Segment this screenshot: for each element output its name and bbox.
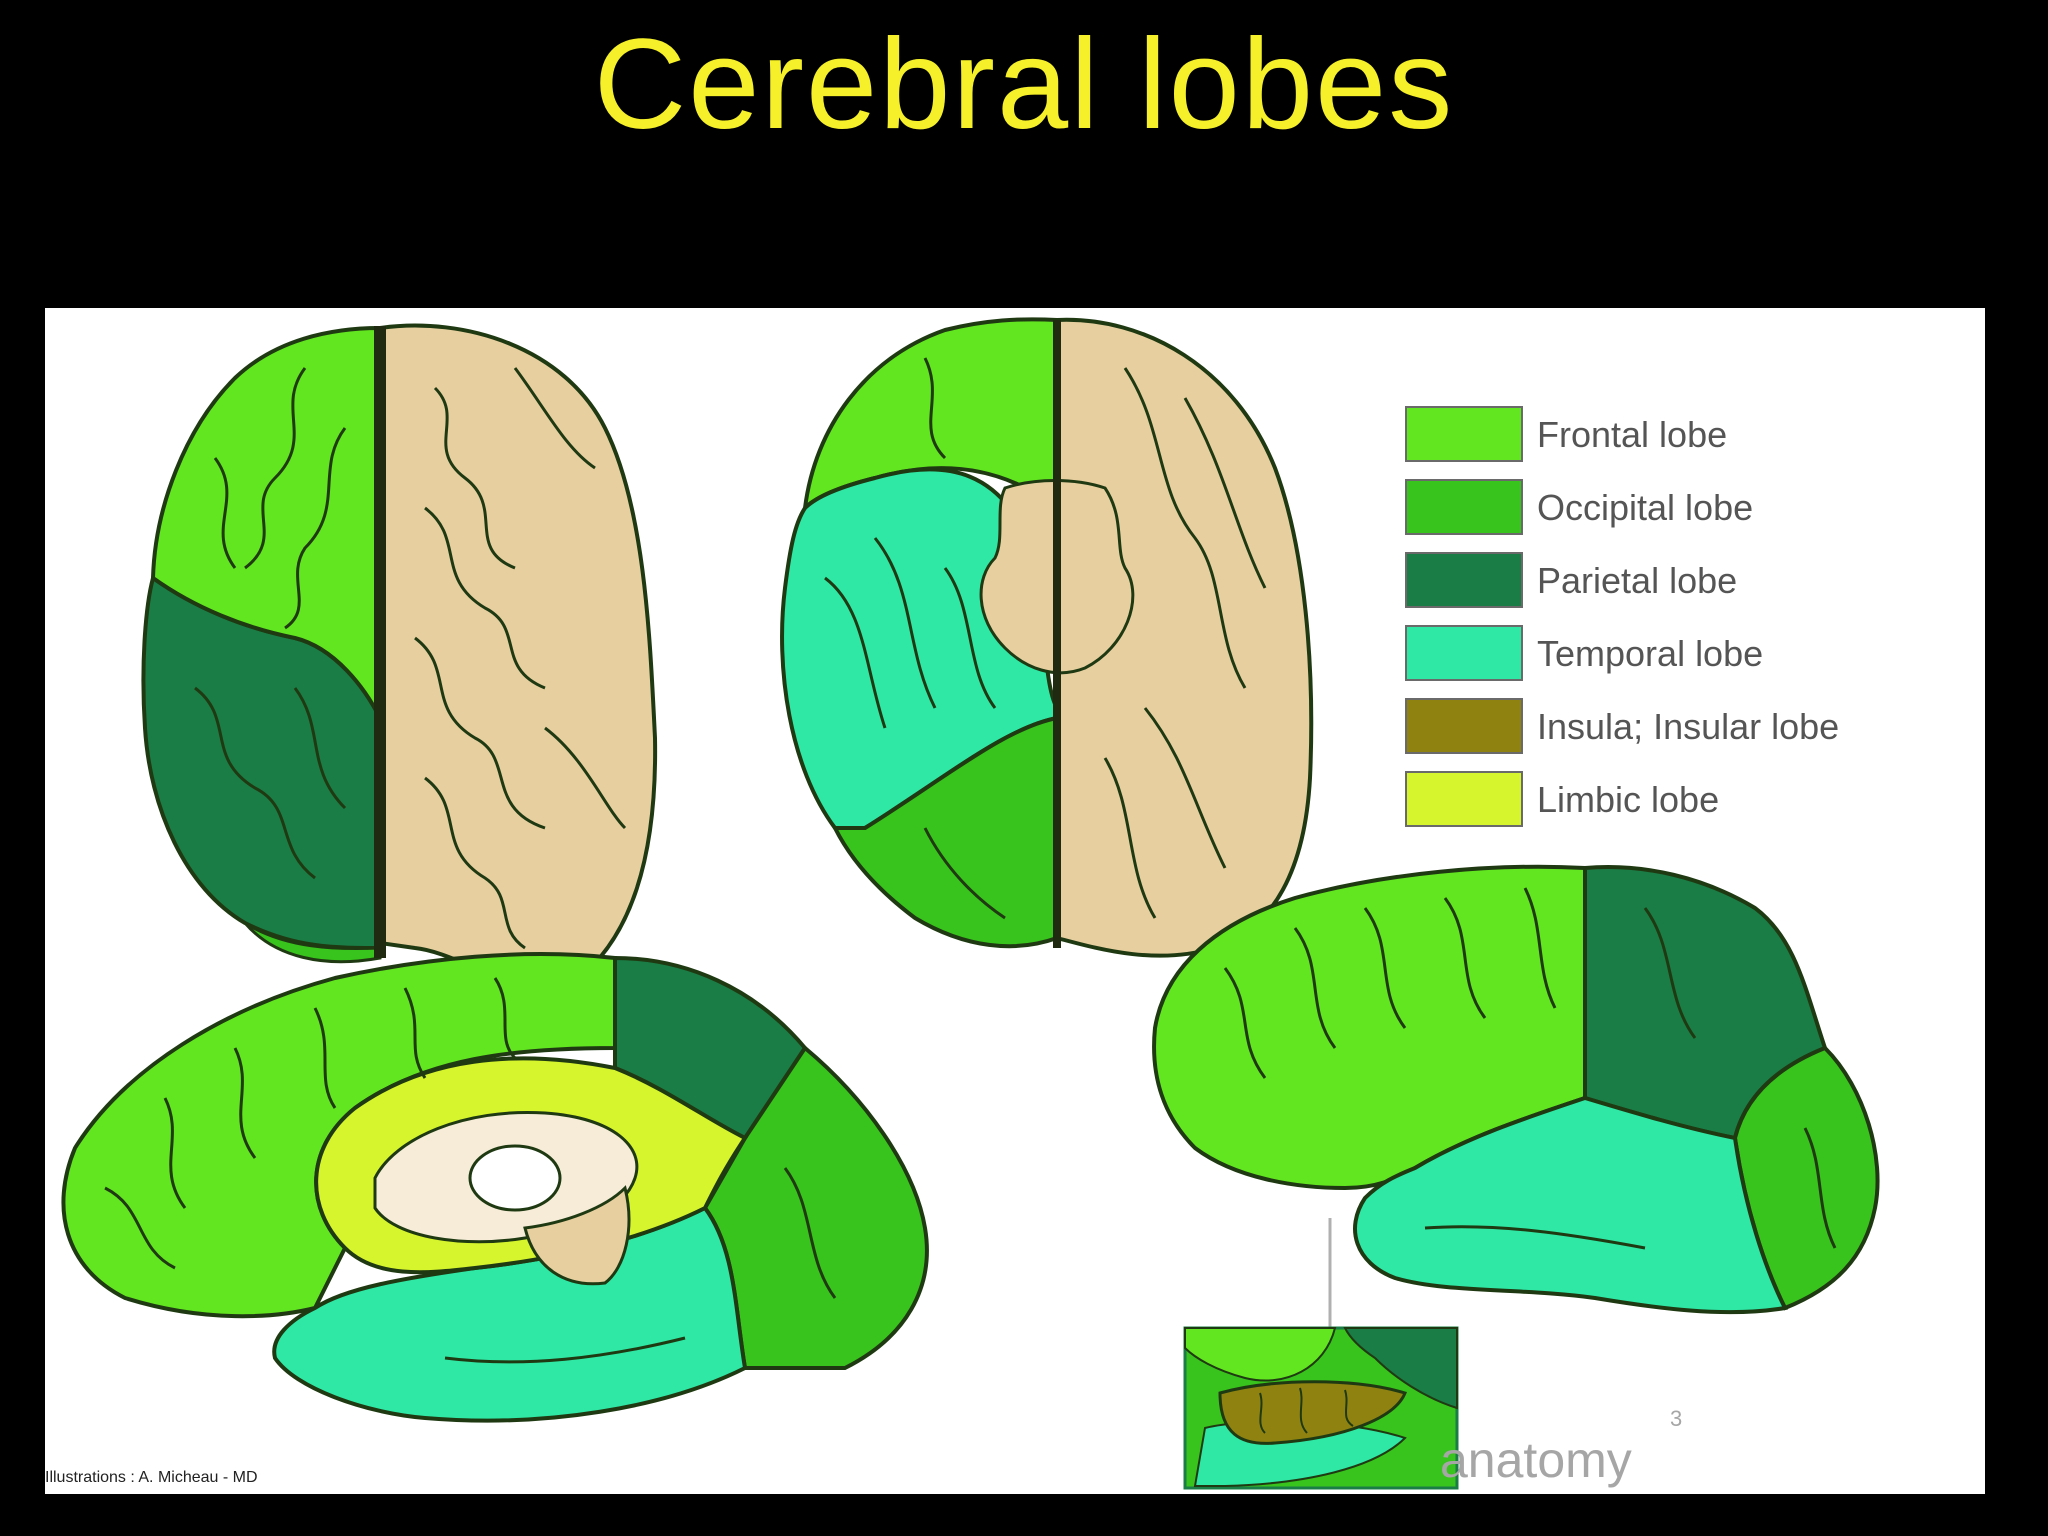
superior-view-brain [143,326,655,987]
slide-title: Cerebral lobes [0,10,2048,160]
brand-watermark: anatomy [1440,1431,1632,1489]
medial-view-brain [63,954,926,1420]
legend-swatch [1405,698,1523,754]
brain-illustrations [45,308,1985,1494]
superior-right-hemisphere [380,326,655,987]
insula-inset [1185,1328,1457,1488]
inferior-view-brain [782,319,1311,955]
brand-superscript: 3 [1670,1406,1682,1432]
legend-swatch [1405,406,1523,462]
legend-label: Limbic lobe [1537,779,1719,821]
legend-label: Occipital lobe [1537,487,1753,529]
legend-label: Insula; Insular lobe [1537,706,1839,748]
medial-inner-structure [470,1146,560,1210]
lateral-view-brain [1154,867,1877,1328]
legend-label: Frontal lobe [1537,414,1727,456]
legend-label: Parietal lobe [1537,560,1737,602]
legend-swatch [1405,479,1523,535]
legend-swatch [1405,771,1523,827]
legend-label: Temporal lobe [1537,633,1763,675]
illustration-credit: Illustrations : A. Micheau - MD [45,1469,258,1487]
legend-swatch [1405,552,1523,608]
legend-swatch [1405,625,1523,681]
